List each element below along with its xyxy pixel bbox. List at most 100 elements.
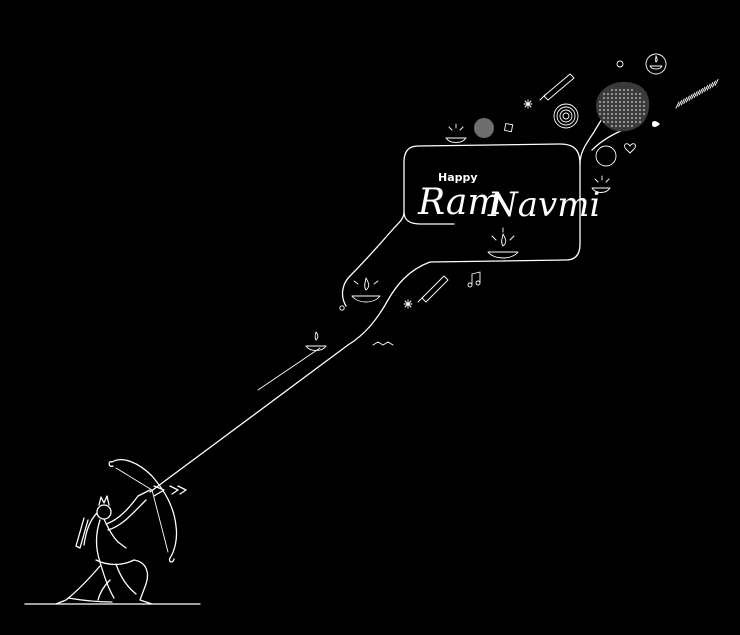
halftone-dot <box>598 104 602 108</box>
halftone-dot <box>606 116 610 120</box>
halftone-dot <box>618 120 622 124</box>
halftone-dot <box>638 96 642 100</box>
halftone-dot <box>614 108 618 112</box>
halftone-dot <box>602 100 606 104</box>
teardrop-icon <box>652 121 660 127</box>
halftone-dot <box>626 124 630 128</box>
halftone-dot <box>638 116 642 120</box>
halftone-dot <box>634 112 638 116</box>
stripe-mark <box>696 89 701 97</box>
halftone-dot <box>626 88 630 92</box>
halftone-dot <box>602 120 606 124</box>
halftone-dot <box>626 108 630 112</box>
striped-rocket-icon <box>675 79 719 109</box>
halftone-dot <box>634 96 638 100</box>
stripe-mark <box>683 97 688 104</box>
small-square <box>504 123 514 133</box>
diya-lamp-icon <box>305 53 667 351</box>
stripe-mark <box>678 100 683 107</box>
halftone-dot <box>634 100 638 104</box>
halftone-dot <box>630 108 634 112</box>
halftone-dot <box>614 112 618 116</box>
halftone-dot <box>642 112 646 116</box>
stripe-mark <box>691 92 696 100</box>
halftone-dot <box>642 100 646 104</box>
halftone-dot <box>606 92 610 96</box>
halftone-dot <box>622 92 626 96</box>
ring-dot <box>595 145 617 167</box>
halftone-dot <box>622 100 626 104</box>
halftone-dot <box>626 104 630 108</box>
halftone-dot <box>626 100 630 104</box>
halftone-dot <box>638 112 642 116</box>
halftone-dot <box>630 96 634 100</box>
halftone-dot <box>618 104 622 108</box>
halftone-dot <box>630 88 634 92</box>
halftone-dot <box>614 88 618 92</box>
halftone-dot <box>626 112 630 116</box>
halftone-dot <box>602 112 606 116</box>
halftone-dot <box>626 120 630 124</box>
halftone-dot <box>626 96 630 100</box>
halftone-dot <box>610 116 614 120</box>
greeting-happy: Happy <box>438 171 478 184</box>
halftone-dot <box>618 116 622 120</box>
halftone-dot <box>614 120 618 124</box>
halftone-dot <box>606 104 610 108</box>
halftone-dot <box>614 92 618 96</box>
halftone-dot <box>622 88 626 92</box>
stripe-mark <box>685 95 690 103</box>
halftone-dot <box>610 100 614 104</box>
halftone-dot <box>638 104 642 108</box>
music-note-icon <box>467 271 481 288</box>
halftone-dot <box>618 92 622 96</box>
halftone-dot <box>630 104 634 108</box>
halftone-dot <box>618 88 622 92</box>
halftone-dot <box>614 124 618 128</box>
halftone-dot <box>614 100 618 104</box>
stripe-mark <box>714 79 719 86</box>
halftone-dot <box>610 88 614 92</box>
halftone-dot <box>642 108 646 112</box>
halftone-dot <box>634 116 638 120</box>
halftone-dot <box>630 92 634 96</box>
halftone-dot <box>606 112 610 116</box>
halftone-dot <box>622 104 626 108</box>
halftone-dot <box>638 120 642 124</box>
spiral-circle-icon <box>553 103 579 129</box>
halftone-dot <box>630 100 634 104</box>
halftone-dot <box>602 92 606 96</box>
halftone-dot <box>622 112 626 116</box>
halftone-dot <box>638 108 642 112</box>
halftone-dot <box>610 120 614 124</box>
halftone-dot <box>622 96 626 100</box>
halftone-dot <box>606 108 610 112</box>
halftone-dot <box>634 92 638 96</box>
halftone-dot <box>622 116 626 120</box>
halftone-dot <box>618 100 622 104</box>
halftone-dot <box>630 124 634 128</box>
halftone-dot <box>630 120 634 124</box>
halftone-dot <box>618 112 622 116</box>
halftone-dot <box>634 104 638 108</box>
halftone-dot <box>610 108 614 112</box>
halftone-dot <box>618 124 622 128</box>
stripe-mark <box>680 98 685 106</box>
halftone-dot <box>642 104 646 108</box>
halftone-dot <box>638 92 642 96</box>
halftone-dot <box>606 100 610 104</box>
halftone-dot <box>634 108 638 112</box>
halftone-dot <box>598 112 602 116</box>
stripe-mark <box>704 85 709 92</box>
greeting-ram: Ram <box>417 182 502 223</box>
halftone-dot <box>614 104 618 108</box>
halftone-dot <box>606 96 610 100</box>
stripe-mark <box>688 94 693 101</box>
halftone-dot <box>602 116 606 120</box>
firecracker-rocket-icon <box>417 73 575 303</box>
halftone-dot <box>610 92 614 96</box>
sparkle-icon <box>403 99 533 309</box>
heart-icon <box>624 143 636 154</box>
halftone-dot <box>610 104 614 108</box>
halftone-dot <box>622 120 626 124</box>
